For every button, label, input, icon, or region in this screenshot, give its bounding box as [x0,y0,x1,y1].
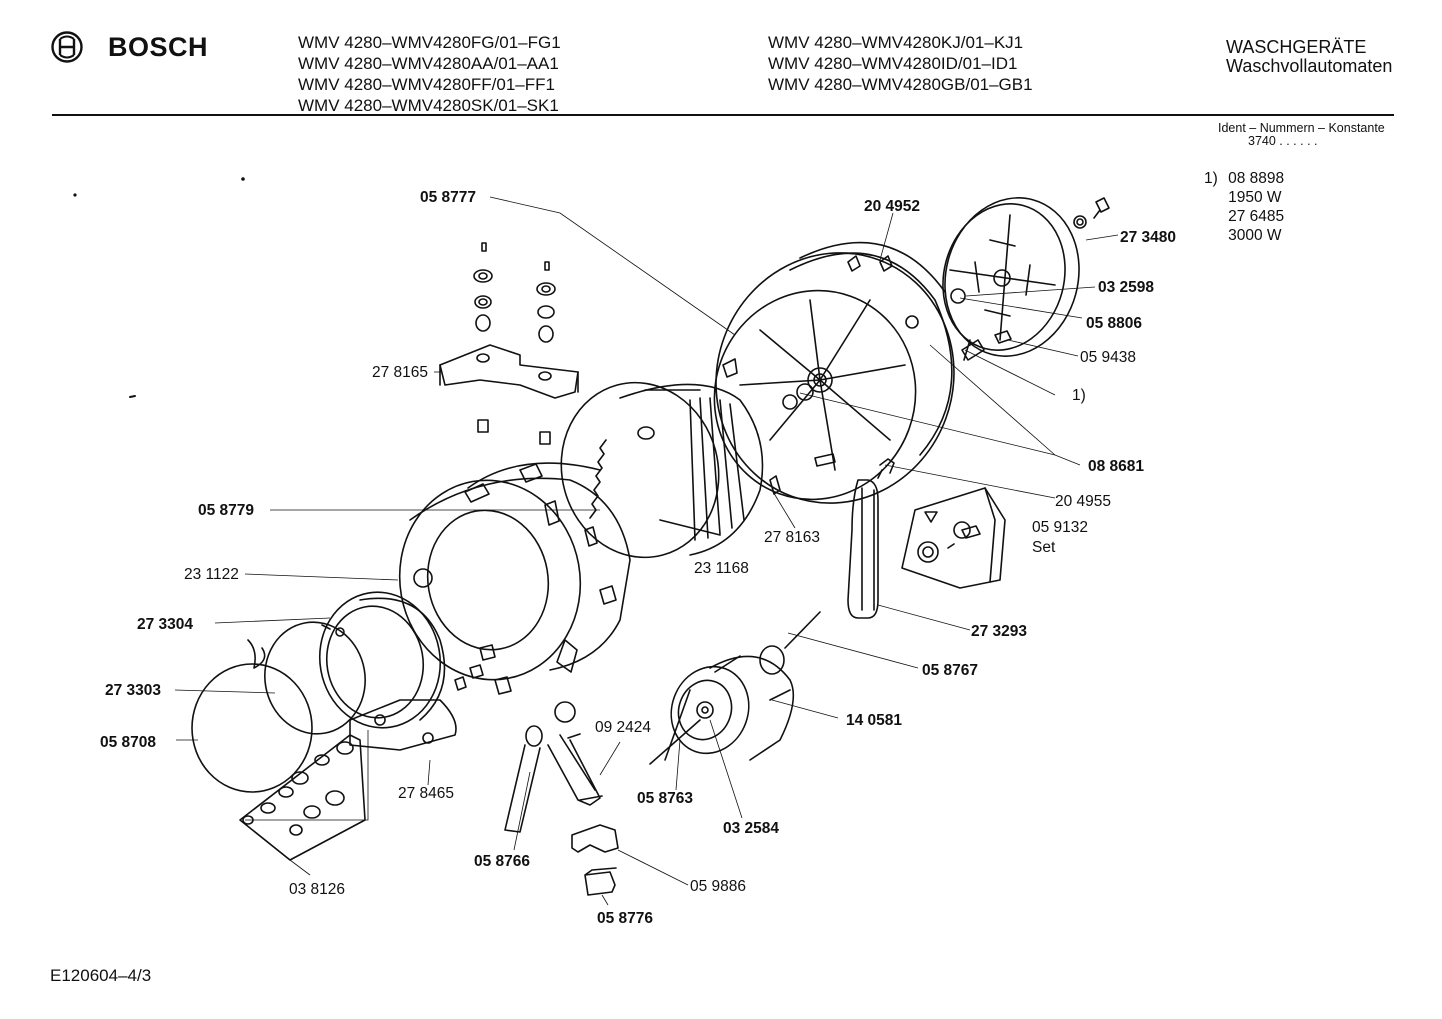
part-label: 05 9438 [1080,349,1136,366]
part-label: 20 4952 [864,198,920,215]
screw-part [649,719,701,765]
category-subtitle: Waschvollautomaten [1226,56,1393,76]
clip-part [994,330,1012,344]
part-label: 03 2598 [1098,279,1154,296]
model-list-right: WMV 4280–WMV4280KJ/01–KJ1 WMV 4280–WMV42… [768,32,1033,95]
bosch-logo-icon [51,31,83,63]
part-label: 09 2424 [595,719,651,736]
part-label: 23 1168 [694,560,749,577]
block-part [584,867,617,896]
part-label: 05 8708 [100,734,156,751]
spring-part [589,439,607,519]
part-label: 03 2584 [723,820,779,837]
bracket-part [571,824,619,853]
tub-front-part [398,462,631,681]
part-label: 20 4955 [1055,493,1111,510]
bracket-stack-part [439,242,579,445]
part-label: 03 8126 [289,881,345,898]
footnote-line: 27 6485 [1228,208,1285,225]
part-label: 1) [1072,387,1086,404]
door-wire-part [191,639,313,793]
category-block: WASCHGERÄTE Waschvollautomaten [1226,38,1392,76]
ident-code: 3740 . . . . . . [1248,134,1318,148]
brand: BOSCH [50,30,208,64]
pulley-part [942,197,1110,357]
part-label: 05 8806 [1086,315,1142,332]
heater-connector-part [961,339,985,361]
clamp-ring-part [264,621,366,735]
footnote-marker: 1) [1204,170,1218,187]
model-line: WMV 4280–WMV4280SK/01–SK1 [298,96,559,115]
footnote-line: 1950 W [1228,189,1282,206]
model-line: WMV 4280–WMV4280ID/01–ID1 [768,54,1018,73]
part-label: 08 8681 [1088,458,1144,475]
part-label: 27 8165 [372,364,428,381]
belt-part [847,479,879,619]
model-line: WMV 4280–WMV4280AA/01–AA1 [298,54,559,73]
part-label: Set [1032,539,1056,556]
part-label: 05 8766 [474,853,530,870]
part-label: 27 3303 [105,682,161,699]
part-label: 27 3304 [137,616,193,633]
part-label: 05 8777 [420,189,476,206]
footnote-line: 08 8898 [1228,170,1285,187]
small-clip-part [877,458,895,479]
drum-part [560,381,781,559]
part-label: 14 0581 [846,712,902,729]
part-label: 05 8767 [922,662,978,679]
part-label: 05 9132 [1032,519,1088,536]
part-label: 27 3480 [1120,229,1176,246]
header-divider [52,114,1394,116]
shock-part [504,701,603,833]
part-labels: 05 8777 20 4952 27 3480 03 2598 05 8806 … [100,189,1176,927]
part-label: 05 8776 [597,910,653,927]
part-label: 05 8779 [198,502,254,519]
part-label: 27 8163 [764,529,820,546]
brand-name: BOSCH [108,31,209,62]
part-label: 05 8763 [637,790,693,807]
category-title: WASCHGERÄTE [1226,37,1367,57]
part-label: 23 1122 [184,566,239,583]
terminal-kit-part [901,487,1006,589]
part-label: 27 3293 [971,623,1027,640]
part-label: 05 9886 [690,878,746,895]
door-seal-part [318,591,446,729]
leader-lines [174,196,1119,906]
model-list-left: WMV 4280–WMV4280FG/01–FG1 WMV 4280–WMV42… [298,32,561,116]
part-label: 27 8465 [398,785,454,802]
footnote-line: 3000 W [1228,227,1282,244]
model-line: WMV 4280–WMV4280KJ/01–KJ1 [768,33,1024,52]
motor-part [664,611,821,761]
model-line: WMV 4280–WMV4280GB/01–GB1 [768,75,1033,94]
model-line: WMV 4280–WMV4280FG/01–FG1 [298,33,561,52]
document-id: E120604–4/3 [50,966,152,985]
ident-label: Ident – Nummern – Konstante [1218,121,1385,135]
footnote-block: 1) 08 8898 1950 W 27 6485 3000 W [1204,169,1284,245]
lower-mount-part [239,639,578,861]
parts-artwork [73,177,1110,896]
model-line: WMV 4280–WMV4280FF/01–FF1 [298,75,555,94]
clamp-ring-screw [321,624,331,630]
tub-back-part [713,241,955,504]
